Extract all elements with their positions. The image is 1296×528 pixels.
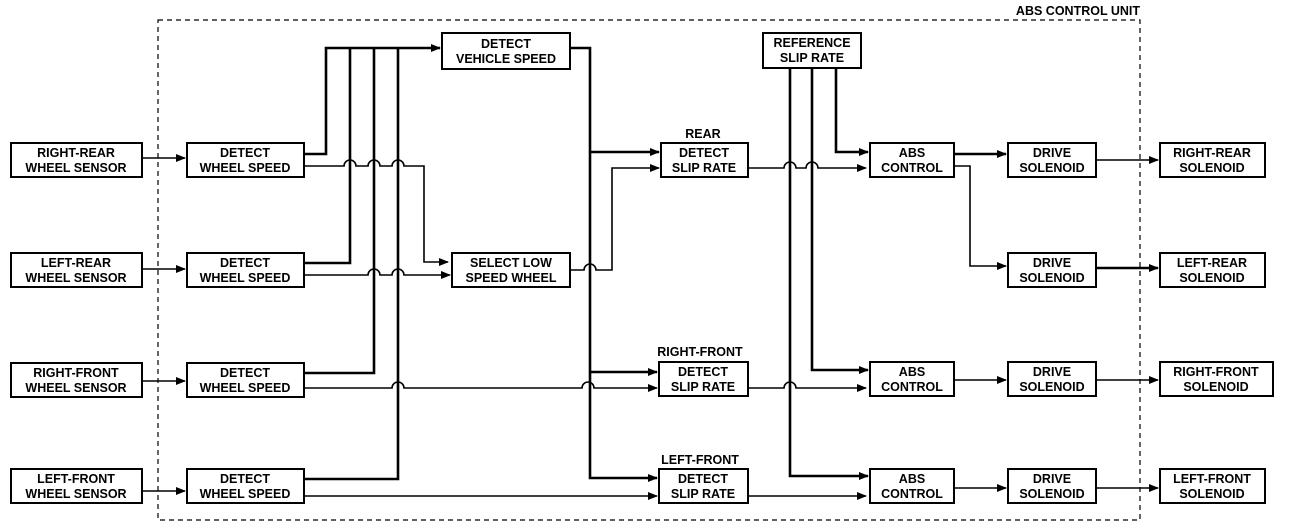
right-front-solenoid-box: RIGHT-FRONT SOLENOID bbox=[1159, 361, 1274, 397]
reference-slip-rate-box: REFERENCE SLIP RATE bbox=[762, 32, 862, 69]
left-front-solenoid-box: LEFT-FRONT SOLENOID bbox=[1159, 468, 1266, 504]
svg-text:WHEEL SENSOR: WHEEL SENSOR bbox=[25, 381, 126, 395]
svg-text:SLIP RATE: SLIP RATE bbox=[671, 380, 735, 394]
svg-text:RIGHT-REAR: RIGHT-REAR bbox=[1173, 146, 1251, 160]
abs-control-unit-boundary bbox=[157, 19, 1141, 521]
svg-text:DETECT: DETECT bbox=[678, 472, 728, 486]
svg-text:DRIVE: DRIVE bbox=[1033, 146, 1071, 160]
svg-text:DETECT: DETECT bbox=[678, 365, 728, 379]
svg-text:DETECT: DETECT bbox=[481, 37, 531, 51]
left-front-slip-label: LEFT-FRONT bbox=[661, 453, 739, 467]
svg-text:WHEEL SPEED: WHEEL SPEED bbox=[200, 487, 291, 501]
left-front-wheel-sensor-box: LEFT-FRONT WHEEL SENSOR bbox=[10, 468, 143, 504]
detect-slip-rate-rear-box: DETECT SLIP RATE bbox=[660, 142, 749, 178]
svg-text:DRIVE: DRIVE bbox=[1033, 472, 1071, 486]
svg-text:SELECT LOW: SELECT LOW bbox=[470, 256, 552, 270]
svg-text:RIGHT-REAR: RIGHT-REAR bbox=[37, 146, 115, 160]
svg-text:SPEED WHEEL: SPEED WHEEL bbox=[466, 271, 557, 285]
left-rear-solenoid-box: LEFT-REAR SOLENOID bbox=[1159, 252, 1266, 288]
abs-control-lf-box: ABS CONTROL bbox=[869, 468, 955, 504]
svg-text:LEFT-FRONT: LEFT-FRONT bbox=[37, 472, 115, 486]
svg-text:DETECT: DETECT bbox=[220, 146, 270, 160]
svg-text:CONTROL: CONTROL bbox=[881, 380, 943, 394]
svg-text:ABS: ABS bbox=[899, 472, 925, 486]
svg-text:WHEEL SENSOR: WHEEL SENSOR bbox=[25, 487, 126, 501]
select-low-speed-wheel-box: SELECT LOW SPEED WHEEL bbox=[451, 252, 571, 288]
detect-wheel-speed-rr-box: DETECT WHEEL SPEED bbox=[186, 142, 305, 178]
svg-text:DRIVE: DRIVE bbox=[1033, 256, 1071, 270]
svg-text:ABS: ABS bbox=[899, 365, 925, 379]
svg-text:SLIP RATE: SLIP RATE bbox=[672, 161, 736, 175]
svg-text:SOLENOID: SOLENOID bbox=[1019, 271, 1084, 285]
svg-text:WHEEL SENSOR: WHEEL SENSOR bbox=[25, 161, 126, 175]
svg-text:WHEEL SENSOR: WHEEL SENSOR bbox=[25, 271, 126, 285]
right-front-slip-label: RIGHT-FRONT bbox=[657, 345, 743, 359]
left-rear-wheel-sensor-box: LEFT-REAR WHEEL SENSOR bbox=[10, 252, 143, 288]
svg-text:DETECT: DETECT bbox=[679, 146, 729, 160]
svg-text:WHEEL SPEED: WHEEL SPEED bbox=[200, 271, 291, 285]
right-rear-solenoid-box: RIGHT-REAR SOLENOID bbox=[1159, 142, 1266, 178]
svg-text:ABS: ABS bbox=[899, 146, 925, 160]
svg-text:VEHICLE SPEED: VEHICLE SPEED bbox=[456, 52, 556, 66]
drive-solenoid-rf-box: DRIVE SOLENOID bbox=[1007, 361, 1097, 397]
svg-text:SOLENOID: SOLENOID bbox=[1179, 161, 1244, 175]
svg-text:SOLENOID: SOLENOID bbox=[1183, 380, 1248, 394]
svg-text:WHEEL SPEED: WHEEL SPEED bbox=[200, 381, 291, 395]
right-rear-wheel-sensor-box: RIGHT-REAR WHEEL SENSOR bbox=[10, 142, 143, 178]
drive-solenoid-lf-box: DRIVE SOLENOID bbox=[1007, 468, 1097, 504]
svg-text:LEFT-FRONT: LEFT-FRONT bbox=[1173, 472, 1251, 486]
abs-control-rf-box: ABS CONTROL bbox=[869, 361, 955, 397]
svg-text:SOLENOID: SOLENOID bbox=[1019, 161, 1084, 175]
svg-text:SOLENOID: SOLENOID bbox=[1179, 271, 1244, 285]
svg-text:CONTROL: CONTROL bbox=[881, 161, 943, 175]
svg-text:DETECT: DETECT bbox=[220, 256, 270, 270]
svg-text:RIGHT-FRONT: RIGHT-FRONT bbox=[33, 366, 119, 380]
svg-text:LEFT-REAR: LEFT-REAR bbox=[41, 256, 111, 270]
detect-wheel-speed-lr-box: DETECT WHEEL SPEED bbox=[186, 252, 305, 288]
svg-text:SOLENOID: SOLENOID bbox=[1179, 487, 1244, 501]
abs-control-rear-box: ABS CONTROL bbox=[869, 142, 955, 178]
svg-text:DETECT: DETECT bbox=[220, 472, 270, 486]
svg-text:RIGHT-FRONT: RIGHT-FRONT bbox=[1173, 365, 1259, 379]
svg-text:SLIP RATE: SLIP RATE bbox=[780, 51, 844, 65]
abs-control-unit-label: ABS CONTROL UNIT bbox=[1016, 4, 1140, 18]
svg-text:SLIP RATE: SLIP RATE bbox=[671, 487, 735, 501]
svg-text:CONTROL: CONTROL bbox=[881, 487, 943, 501]
svg-text:SOLENOID: SOLENOID bbox=[1019, 487, 1084, 501]
svg-text:WHEEL SPEED: WHEEL SPEED bbox=[200, 161, 291, 175]
drive-solenoid-rr-box: DRIVE SOLENOID bbox=[1007, 142, 1097, 178]
svg-text:SOLENOID: SOLENOID bbox=[1019, 380, 1084, 394]
svg-text:REFERENCE: REFERENCE bbox=[773, 36, 850, 50]
svg-text:LEFT-REAR: LEFT-REAR bbox=[1177, 256, 1247, 270]
svg-text:DETECT: DETECT bbox=[220, 366, 270, 380]
drive-solenoid-lr-box: DRIVE SOLENOID bbox=[1007, 252, 1097, 288]
right-front-wheel-sensor-box: RIGHT-FRONT WHEEL SENSOR bbox=[10, 362, 143, 398]
detect-slip-rate-lf-box: DETECT SLIP RATE bbox=[658, 468, 749, 504]
rear-slip-label: REAR bbox=[685, 127, 720, 141]
svg-text:DRIVE: DRIVE bbox=[1033, 365, 1071, 379]
connection-lines bbox=[143, 44, 1159, 500]
detect-vehicle-speed-box: DETECT VEHICLE SPEED bbox=[441, 32, 571, 70]
detect-slip-rate-rf-box: DETECT SLIP RATE bbox=[658, 361, 749, 397]
detect-wheel-speed-rf-box: DETECT WHEEL SPEED bbox=[186, 362, 305, 398]
detect-wheel-speed-lf-box: DETECT WHEEL SPEED bbox=[186, 468, 305, 504]
